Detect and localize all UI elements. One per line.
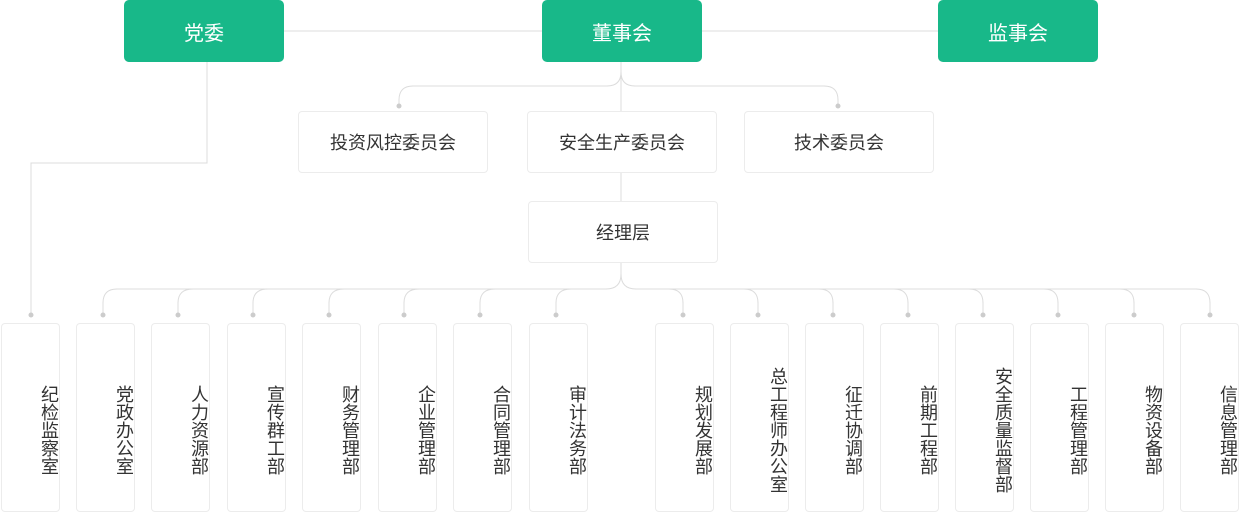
connector-dot (477, 312, 483, 318)
dept-party-admin-office: 党政办公室 (76, 323, 135, 512)
dept-finance: 财务管理部 (302, 323, 361, 512)
connector-dot (1055, 312, 1061, 318)
connector-dot (100, 312, 106, 318)
party-branch-line (30, 62, 208, 314)
dept-label: 党政办公室 (113, 384, 134, 475)
management-branch-right (620, 273, 1211, 314)
investment-risk-committee-label: 投资风控委员会 (330, 133, 456, 154)
technical-committee-label: 技术委员会 (794, 133, 884, 154)
connector-dot (401, 312, 407, 318)
connector-dot (553, 312, 559, 318)
safety-committee-label: 安全生产委员会 (559, 133, 685, 154)
supervisory-board-box: 监事会 (938, 0, 1098, 62)
dept-chief-engineer-office: 总工程师办公室 (730, 323, 789, 512)
dept-label: 财务管理部 (339, 384, 360, 475)
dept-label: 纪检监察室 (38, 384, 59, 475)
connector-dot (1131, 312, 1137, 318)
dept-audit-legal: 审计法务部 (529, 323, 588, 512)
board-box: 董事会 (542, 0, 702, 62)
connector-dot (396, 103, 402, 109)
dept-publicity: 宣传群工部 (227, 323, 286, 512)
board-label: 董事会 (592, 20, 652, 45)
connector-dot (680, 312, 686, 318)
connector-dot (326, 312, 332, 318)
dept-label: 总工程师办公室 (767, 366, 788, 493)
management-box: 经理层 (528, 201, 718, 263)
party-committee-box: 党委 (124, 0, 284, 62)
connector-dot (1207, 312, 1213, 318)
technical-committee-box: 技术委员会 (744, 111, 934, 173)
board-committee-line-right (620, 71, 839, 106)
dept-materials-equipment: 物资设备部 (1105, 323, 1164, 512)
dept-label: 工程管理部 (1067, 384, 1088, 475)
dept-contract-management: 合同管理部 (453, 323, 512, 512)
connector-dot (905, 312, 911, 318)
dept-relocation-coordination: 征迁协调部 (805, 323, 864, 512)
dept-label: 合同管理部 (490, 384, 511, 475)
dept-label: 审计法务部 (566, 384, 587, 475)
investment-risk-committee-box: 投资风控委员会 (298, 111, 488, 173)
dept-label: 征迁协调部 (842, 384, 863, 475)
connector-dot (830, 312, 836, 318)
dept-label: 安全质量监督部 (992, 366, 1013, 493)
dept-discipline-inspection: 纪检监察室 (1, 323, 60, 512)
dept-preliminary-engineering: 前期工程部 (880, 323, 939, 512)
connector-dot (250, 312, 256, 318)
dept-information-management: 信息管理部 (1180, 323, 1239, 512)
connector-dot (980, 312, 986, 318)
dept-label: 企业管理部 (415, 384, 436, 475)
management-label: 经理层 (596, 223, 650, 244)
dept-label: 规划发展部 (692, 384, 713, 475)
dept-safety-quality-supervision: 安全质量监督部 (955, 323, 1014, 512)
dept-engineering-management: 工程管理部 (1030, 323, 1089, 512)
safety-committee-box: 安全生产委员会 (527, 111, 717, 173)
supervisory-board-label: 监事会 (988, 20, 1048, 45)
connector-dot (175, 312, 181, 318)
dept-enterprise-management: 企业管理部 (378, 323, 437, 512)
dept-label: 人力资源部 (188, 384, 209, 475)
connector-dot (755, 312, 761, 318)
connector-dot (835, 103, 841, 109)
board-committee-line (398, 62, 622, 106)
management-branch-left (102, 263, 622, 314)
dept-label: 信息管理部 (1217, 384, 1238, 475)
party-committee-label: 党委 (184, 20, 224, 45)
dept-label: 前期工程部 (917, 384, 938, 475)
connector-dot (28, 312, 34, 318)
dept-human-resources: 人力资源部 (151, 323, 210, 512)
dept-planning-development: 规划发展部 (655, 323, 714, 512)
dept-drops (177, 288, 1135, 314)
dept-label: 物资设备部 (1142, 384, 1163, 475)
dept-label: 宣传群工部 (264, 384, 285, 475)
